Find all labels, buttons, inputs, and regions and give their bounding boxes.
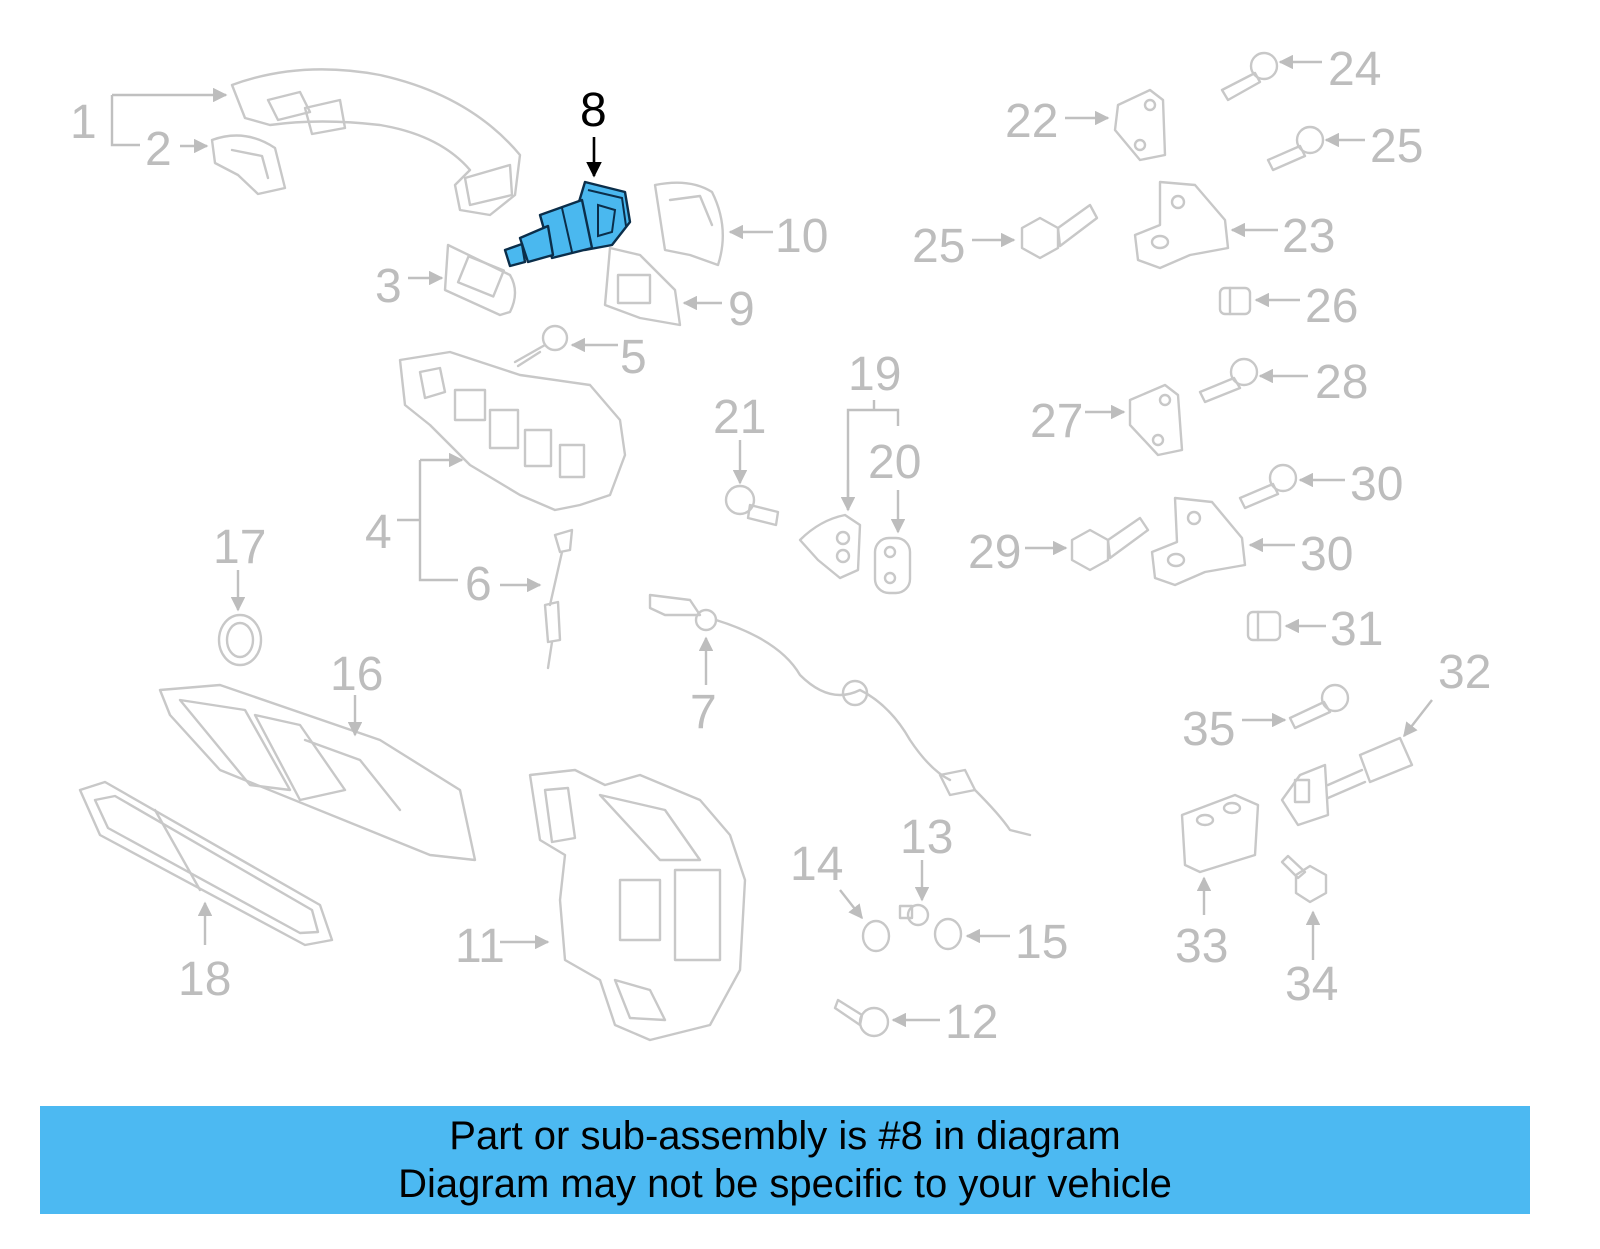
hinge-22 <box>1113 88 1167 162</box>
lock-rod <box>543 528 574 670</box>
callout-20: 20 <box>868 436 921 489</box>
lock-cover-cap <box>653 181 724 267</box>
handle-carrier <box>398 350 627 512</box>
callout-31: 31 <box>1330 603 1383 656</box>
callout-34: 34 <box>1285 958 1338 1011</box>
callout-28: 30 <box>1300 528 1353 581</box>
striker-plate-19 <box>798 513 862 580</box>
outer-door-handle <box>230 68 522 217</box>
callout-25-right: 25 <box>1370 120 1423 173</box>
release-cable <box>648 593 1032 837</box>
cylinder-bracket <box>603 246 682 327</box>
bushing-26 <box>1218 286 1252 316</box>
banner-line-1: Part or sub-assembly is #8 in diagram <box>449 1114 1121 1158</box>
callout-10: 10 <box>775 210 828 263</box>
handle-gasket <box>210 134 287 196</box>
door-latch <box>528 768 747 1042</box>
bolt-21 <box>724 484 780 527</box>
screw-12 <box>833 998 890 1038</box>
bushing-15 <box>933 917 963 951</box>
lock-cylinder-highlighted <box>503 180 632 268</box>
bolt-25-hex <box>1020 203 1099 260</box>
callout-13: 13 <box>900 811 953 864</box>
callout-9: 9 <box>728 283 755 336</box>
hinge-28 <box>1150 496 1247 587</box>
callout-14: 14 <box>790 838 843 891</box>
bolt-24 <box>1220 51 1279 102</box>
callout-17: 17 <box>213 521 266 574</box>
callout-21: 21 <box>713 391 766 444</box>
callout-22: 22 <box>1005 95 1058 148</box>
inner-handle <box>158 683 477 862</box>
callout-5: 5 <box>620 331 647 384</box>
bushing-14 <box>861 919 891 953</box>
hinge-27 <box>1128 383 1184 457</box>
callout-27: 27 <box>1030 395 1083 448</box>
callout-19: 19 <box>848 348 901 401</box>
bolt-35 <box>1288 683 1350 730</box>
hinge-23 <box>1133 180 1230 270</box>
callout-29: 28 <box>1315 356 1368 409</box>
bolt-25-top <box>1266 125 1325 172</box>
bolt-30-top <box>1238 463 1298 510</box>
spacer-20 <box>873 536 912 595</box>
parts-diagram: 1 2 3 8 10 9 5 <box>70 43 1491 1049</box>
callout-15: 15 <box>1015 916 1068 969</box>
screw-5 <box>513 324 569 368</box>
callout-16: 16 <box>330 648 383 701</box>
bolt-30-hex <box>1070 516 1150 572</box>
callout-25-left: 25 <box>912 220 965 273</box>
callout-32: 32 <box>1438 646 1491 699</box>
pin-13 <box>898 903 930 927</box>
callout-2: 2 <box>145 123 172 176</box>
callout-11: 11 <box>455 920 505 973</box>
bolt-29 <box>1198 357 1259 404</box>
callout-26: 26 <box>1305 280 1358 333</box>
callout-33: 33 <box>1175 920 1228 973</box>
callout-6: 6 <box>465 558 492 611</box>
callout-8: 8 <box>580 84 607 137</box>
info-banner: Part or sub-assembly is #8 in diagram Di… <box>40 1106 1530 1214</box>
callout-18: 18 <box>178 953 231 1006</box>
door-check-32 <box>1280 736 1414 827</box>
callout-7: 7 <box>690 686 717 739</box>
grommet-17 <box>217 613 263 667</box>
bushing-31 <box>1246 610 1282 642</box>
banner-line-2: Diagram may not be specific to your vehi… <box>398 1162 1172 1206</box>
callout-24: 24 <box>1328 43 1381 96</box>
callout-30-left: 29 <box>968 526 1021 579</box>
trim-bezel <box>78 780 334 947</box>
callout-1: 1 <box>70 96 97 149</box>
callout-4: 4 <box>365 506 392 559</box>
bolt-34 <box>1280 854 1328 904</box>
callout-30-right: 30 <box>1350 458 1403 511</box>
bracket-33 <box>1180 793 1260 874</box>
callout-23: 23 <box>1282 210 1335 263</box>
callout-35: 35 <box>1182 703 1235 756</box>
callout-3: 3 <box>375 260 402 313</box>
callout-12: 12 <box>945 996 998 1049</box>
cover-gasket <box>443 243 517 317</box>
